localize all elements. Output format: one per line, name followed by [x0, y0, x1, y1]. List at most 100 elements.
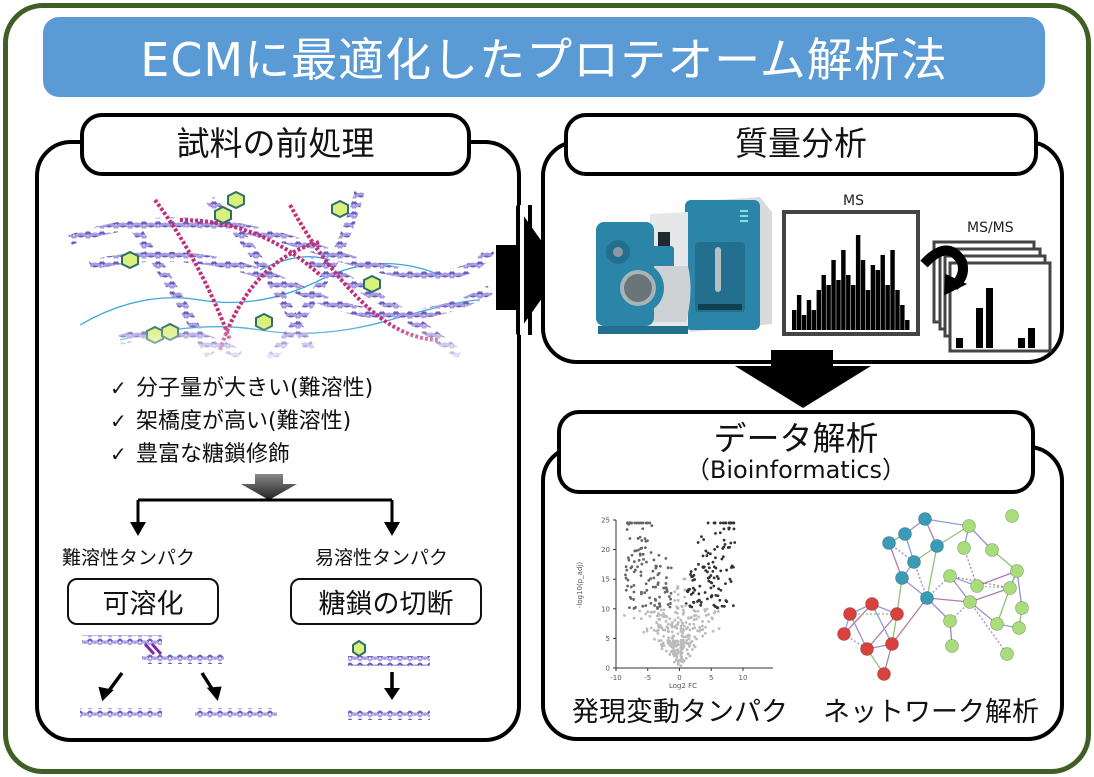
volcano-point [673, 618, 677, 622]
volcano-point [688, 587, 692, 591]
volcano-point [670, 630, 674, 634]
volcano-point [713, 547, 717, 551]
volcano-point [672, 649, 676, 653]
volcano-point [692, 618, 696, 622]
volcano-point [664, 614, 668, 618]
volcano-point [722, 545, 726, 549]
soluble-protein-label: 易溶性タンパク [315, 547, 449, 569]
volcano-point [637, 558, 641, 562]
volcano-point [673, 599, 677, 602]
volcano-point [721, 555, 725, 559]
volcano-point [663, 628, 667, 632]
volcano-point [676, 586, 680, 590]
volcano-point [715, 545, 719, 549]
volcano-point [625, 568, 629, 572]
volcano-point [696, 600, 699, 603]
volcano-point [636, 537, 640, 540]
deglycosylation-box: 糖鎖の切断 [290, 578, 482, 625]
volcano-point [693, 609, 697, 613]
volcano-point [665, 649, 668, 653]
crosslinked-fiber-upper [82, 635, 162, 645]
volcano-point [714, 566, 718, 570]
volcano-point [706, 551, 710, 555]
volcano-point [628, 595, 632, 599]
branch-arrows [130, 474, 400, 536]
ms-peak-bar [831, 260, 836, 330]
volcano-point [670, 624, 673, 627]
volcano-point [627, 558, 631, 562]
ms-peak-bar [801, 315, 807, 330]
volcano-point [684, 635, 687, 639]
volcano-point [626, 578, 630, 582]
network-node [957, 541, 971, 555]
volcano-point [657, 613, 660, 617]
volcano-point [675, 655, 679, 659]
volcano-point [644, 604, 648, 608]
volcano-y-tick-label: 25 [601, 517, 610, 525]
volcano-point [658, 625, 662, 629]
volcano-point [711, 617, 714, 621]
msms-peak-bar [1018, 338, 1025, 348]
volcano-point [653, 637, 656, 641]
volcano-point [676, 621, 680, 624]
volcano-point [727, 526, 731, 530]
network-node [895, 571, 909, 585]
volcano-point [710, 581, 714, 585]
volcano-point [666, 603, 670, 606]
volcano-point [638, 552, 642, 556]
msms-peak-bar [1028, 328, 1035, 348]
volcano-point [639, 574, 643, 577]
volcano-point [656, 632, 660, 635]
volcano-point [641, 552, 645, 556]
volcano-point [680, 659, 683, 663]
volcano-point [701, 624, 704, 628]
volcano-point [711, 569, 715, 573]
volcano-point [626, 584, 630, 588]
volcano-point [719, 588, 723, 592]
volcano-point [684, 656, 688, 660]
volcano-point [725, 600, 729, 603]
checkmark-icon: ✓ [110, 376, 127, 400]
volcano-point [661, 628, 665, 632]
network-node [970, 579, 984, 593]
volcano-point [689, 573, 692, 576]
volcano-point [644, 521, 648, 525]
volcano-point [675, 658, 679, 662]
volcano-point [635, 521, 639, 525]
volcano-point [651, 569, 655, 573]
volcano-point [652, 576, 656, 580]
volcano-point [628, 537, 632, 540]
mass-spec-title: 質量分析 [735, 124, 867, 164]
volcano-point [680, 604, 684, 608]
volcano-point [632, 560, 636, 564]
network-node [918, 512, 932, 526]
volcano-point [681, 608, 685, 612]
volcano-point [654, 598, 658, 602]
volcano-point [665, 576, 668, 580]
volcano-point [644, 612, 648, 616]
volcano-point [645, 627, 649, 631]
volcano-point [639, 570, 643, 574]
volcano-point [693, 645, 697, 649]
network-node [877, 667, 891, 681]
volcano-point [688, 634, 691, 638]
volcano-point [697, 592, 701, 596]
network-node [990, 617, 1004, 631]
volcano-point [673, 641, 676, 645]
checkmark-icon: ✓ [110, 442, 127, 466]
volcano-point [691, 586, 695, 590]
ms-peak-bar [796, 295, 802, 330]
volcano-point [686, 626, 690, 629]
volcano-point [653, 604, 657, 607]
volcano-point [688, 628, 692, 632]
volcano-point [701, 620, 704, 623]
volcano-point [649, 551, 653, 554]
volcano-point [667, 622, 670, 626]
volcano-point [703, 608, 707, 611]
volcano-point [680, 656, 683, 659]
network-edge [866, 613, 898, 650]
volcano-point [665, 625, 669, 629]
volcano-point [714, 593, 718, 597]
network-edge [891, 597, 928, 645]
volcano-point [640, 590, 643, 594]
